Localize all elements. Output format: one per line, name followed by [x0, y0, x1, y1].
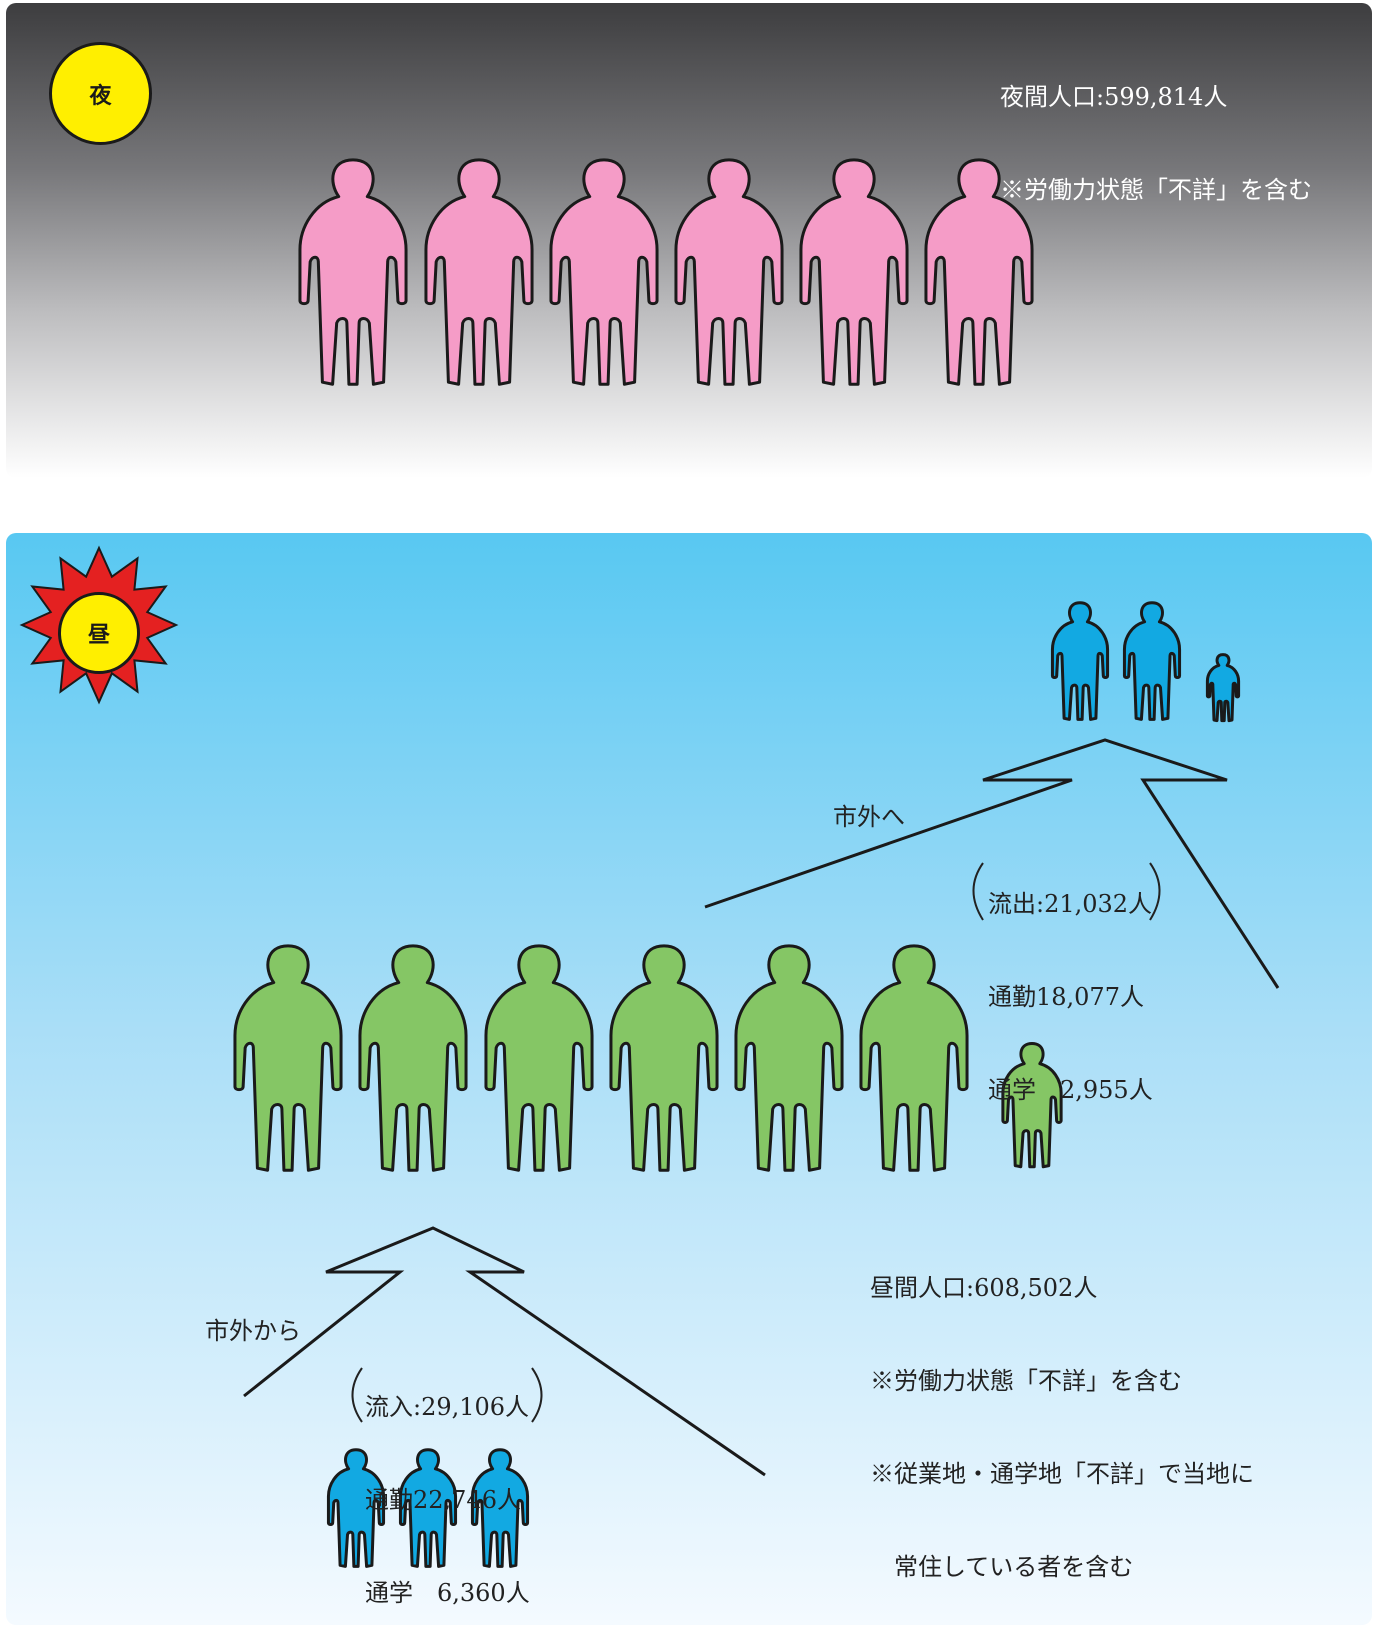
inflow-breakdown: 流入:29,106人 通勤22,746人 通学 6,360人	[365, 1330, 530, 1640]
night-population-figures	[298, 158, 1034, 386]
night-person-icon	[549, 158, 659, 386]
outflow-total: 流出:21,032人	[988, 890, 1153, 918]
night-person-icon	[799, 158, 909, 386]
inflow-bracket-left	[351, 1367, 363, 1423]
day-person-icon	[484, 944, 594, 1172]
day-person-icon	[734, 944, 844, 1172]
day-population-remark-2: ※従業地・通学地「不詳」で当地に	[870, 1460, 1254, 1488]
inflow-commute: 通勤22,746人	[365, 1486, 521, 1514]
outflow-person-icon	[1050, 601, 1110, 721]
day-population-remark-1: ※労働力状態「不詳」を含む	[870, 1367, 1182, 1395]
outflow-bracket-left	[972, 862, 984, 921]
day-person-icon	[859, 944, 969, 1172]
inflow-label: 市外から	[205, 1317, 301, 1345]
outflow-bracket-right	[1149, 862, 1161, 921]
outflow-school: 通学 2,955人	[988, 1076, 1153, 1104]
day-population-figures	[233, 944, 1063, 1172]
day-population-note: 昼間人口:608,502人 ※労働力状態「不詳」を含む ※従業地・通学地「不詳」…	[870, 1211, 1254, 1614]
inflow-school: 通学 6,360人	[365, 1579, 530, 1607]
inflow-total: 流入:29,106人	[365, 1393, 530, 1421]
night-person-icon	[674, 158, 784, 386]
day-person-icon	[358, 944, 468, 1172]
day-population-total: 昼間人口:608,502人	[870, 1274, 1098, 1302]
day-population-remark-3: 常住している者を含む	[870, 1553, 1134, 1581]
outflow-traveler-figures	[1050, 601, 1241, 723]
day-person-icon	[609, 944, 719, 1172]
night-person-icon	[424, 158, 534, 386]
night-population-remark: ※労働力状態「不詳」を含む	[1000, 176, 1312, 204]
outflow-breakdown: 流出:21,032人 通勤18,077人 通学 2,955人	[988, 827, 1153, 1137]
day-badge: 昼	[58, 592, 140, 674]
day-person-icon	[233, 944, 343, 1172]
outflow-commute: 通勤18,077人	[988, 983, 1144, 1011]
outflow-person-icon	[1122, 601, 1182, 721]
night-person-icon	[298, 158, 408, 386]
night-population-total: 夜間人口:599,814人	[1000, 83, 1228, 111]
outflow-label: 市外へ	[833, 803, 905, 831]
outflow-child-icon	[1205, 653, 1241, 723]
inflow-bracket-right	[531, 1367, 543, 1423]
night-population-note: 夜間人口:599,814人 ※労働力状態「不詳」を含む	[1000, 20, 1312, 237]
outflow-arrow	[704, 738, 1280, 989]
inflow-arrow	[243, 1226, 766, 1477]
night-person-icon	[924, 158, 1034, 386]
night-badge: 夜	[49, 42, 152, 145]
